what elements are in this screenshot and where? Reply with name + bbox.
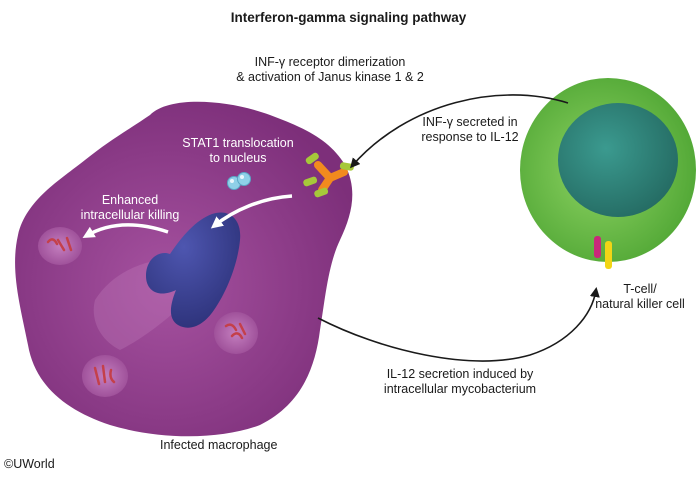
- stat1-dimer: [227, 172, 251, 190]
- receptor-label-line2: & activation of Janus kinase 1 & 2: [236, 70, 424, 84]
- tcell-label-line1: T-cell/: [623, 282, 657, 296]
- page-title: Interferon-gamma signaling pathway: [230, 10, 467, 25]
- killing-label-line1: Enhanced: [101, 193, 159, 207]
- stat1-label: STAT1 translocation to nucleus: [168, 136, 308, 166]
- killing-arrow: [82, 223, 169, 239]
- receptor-label-line1: INF-γ receptor dimerization: [254, 55, 406, 69]
- killing-label-line2: intracellular killing: [80, 208, 180, 222]
- macrophage-nucleus: [146, 212, 241, 328]
- il12-label: IL-12 secretion induced by intracellular…: [370, 367, 550, 397]
- stat1-label-line1: STAT1 translocation: [182, 136, 294, 150]
- receptor-label: INF-γ receptor dimerization & activation…: [210, 55, 450, 85]
- tcell-label-line2: natural killer cell: [595, 297, 685, 311]
- stat1-label-line2: to nucleus: [209, 151, 267, 165]
- copyright: ©UWorld: [4, 457, 55, 471]
- secreted-label: INF-γ secreted in response to IL-12: [400, 115, 540, 145]
- vacuole-bottom: [82, 355, 128, 397]
- secreted-label-line2: response to IL-12: [421, 130, 519, 144]
- stat1-arrow: [210, 194, 293, 229]
- killing-label: Enhanced intracellular killing: [60, 193, 200, 223]
- secreted-label-line1: INF-γ secreted in: [422, 115, 518, 129]
- il12-label-line2: intracellular mycobacterium: [383, 382, 537, 396]
- macrophage-label: Infected macrophage: [160, 438, 278, 452]
- tcell-label: T-cell/ natural killer cell: [585, 282, 695, 312]
- vacuole-right: [214, 312, 258, 354]
- ifn-gamma-receptor: [303, 152, 354, 198]
- t-cell: [520, 78, 696, 262]
- il12-label-line1: IL-12 secretion induced by: [386, 367, 534, 381]
- vacuole-left: [38, 227, 82, 265]
- t-cell-receptor: [594, 236, 612, 269]
- ifn-gamma-secretion-arrow: [350, 94, 569, 169]
- il12-secretion-arrow: [317, 287, 600, 362]
